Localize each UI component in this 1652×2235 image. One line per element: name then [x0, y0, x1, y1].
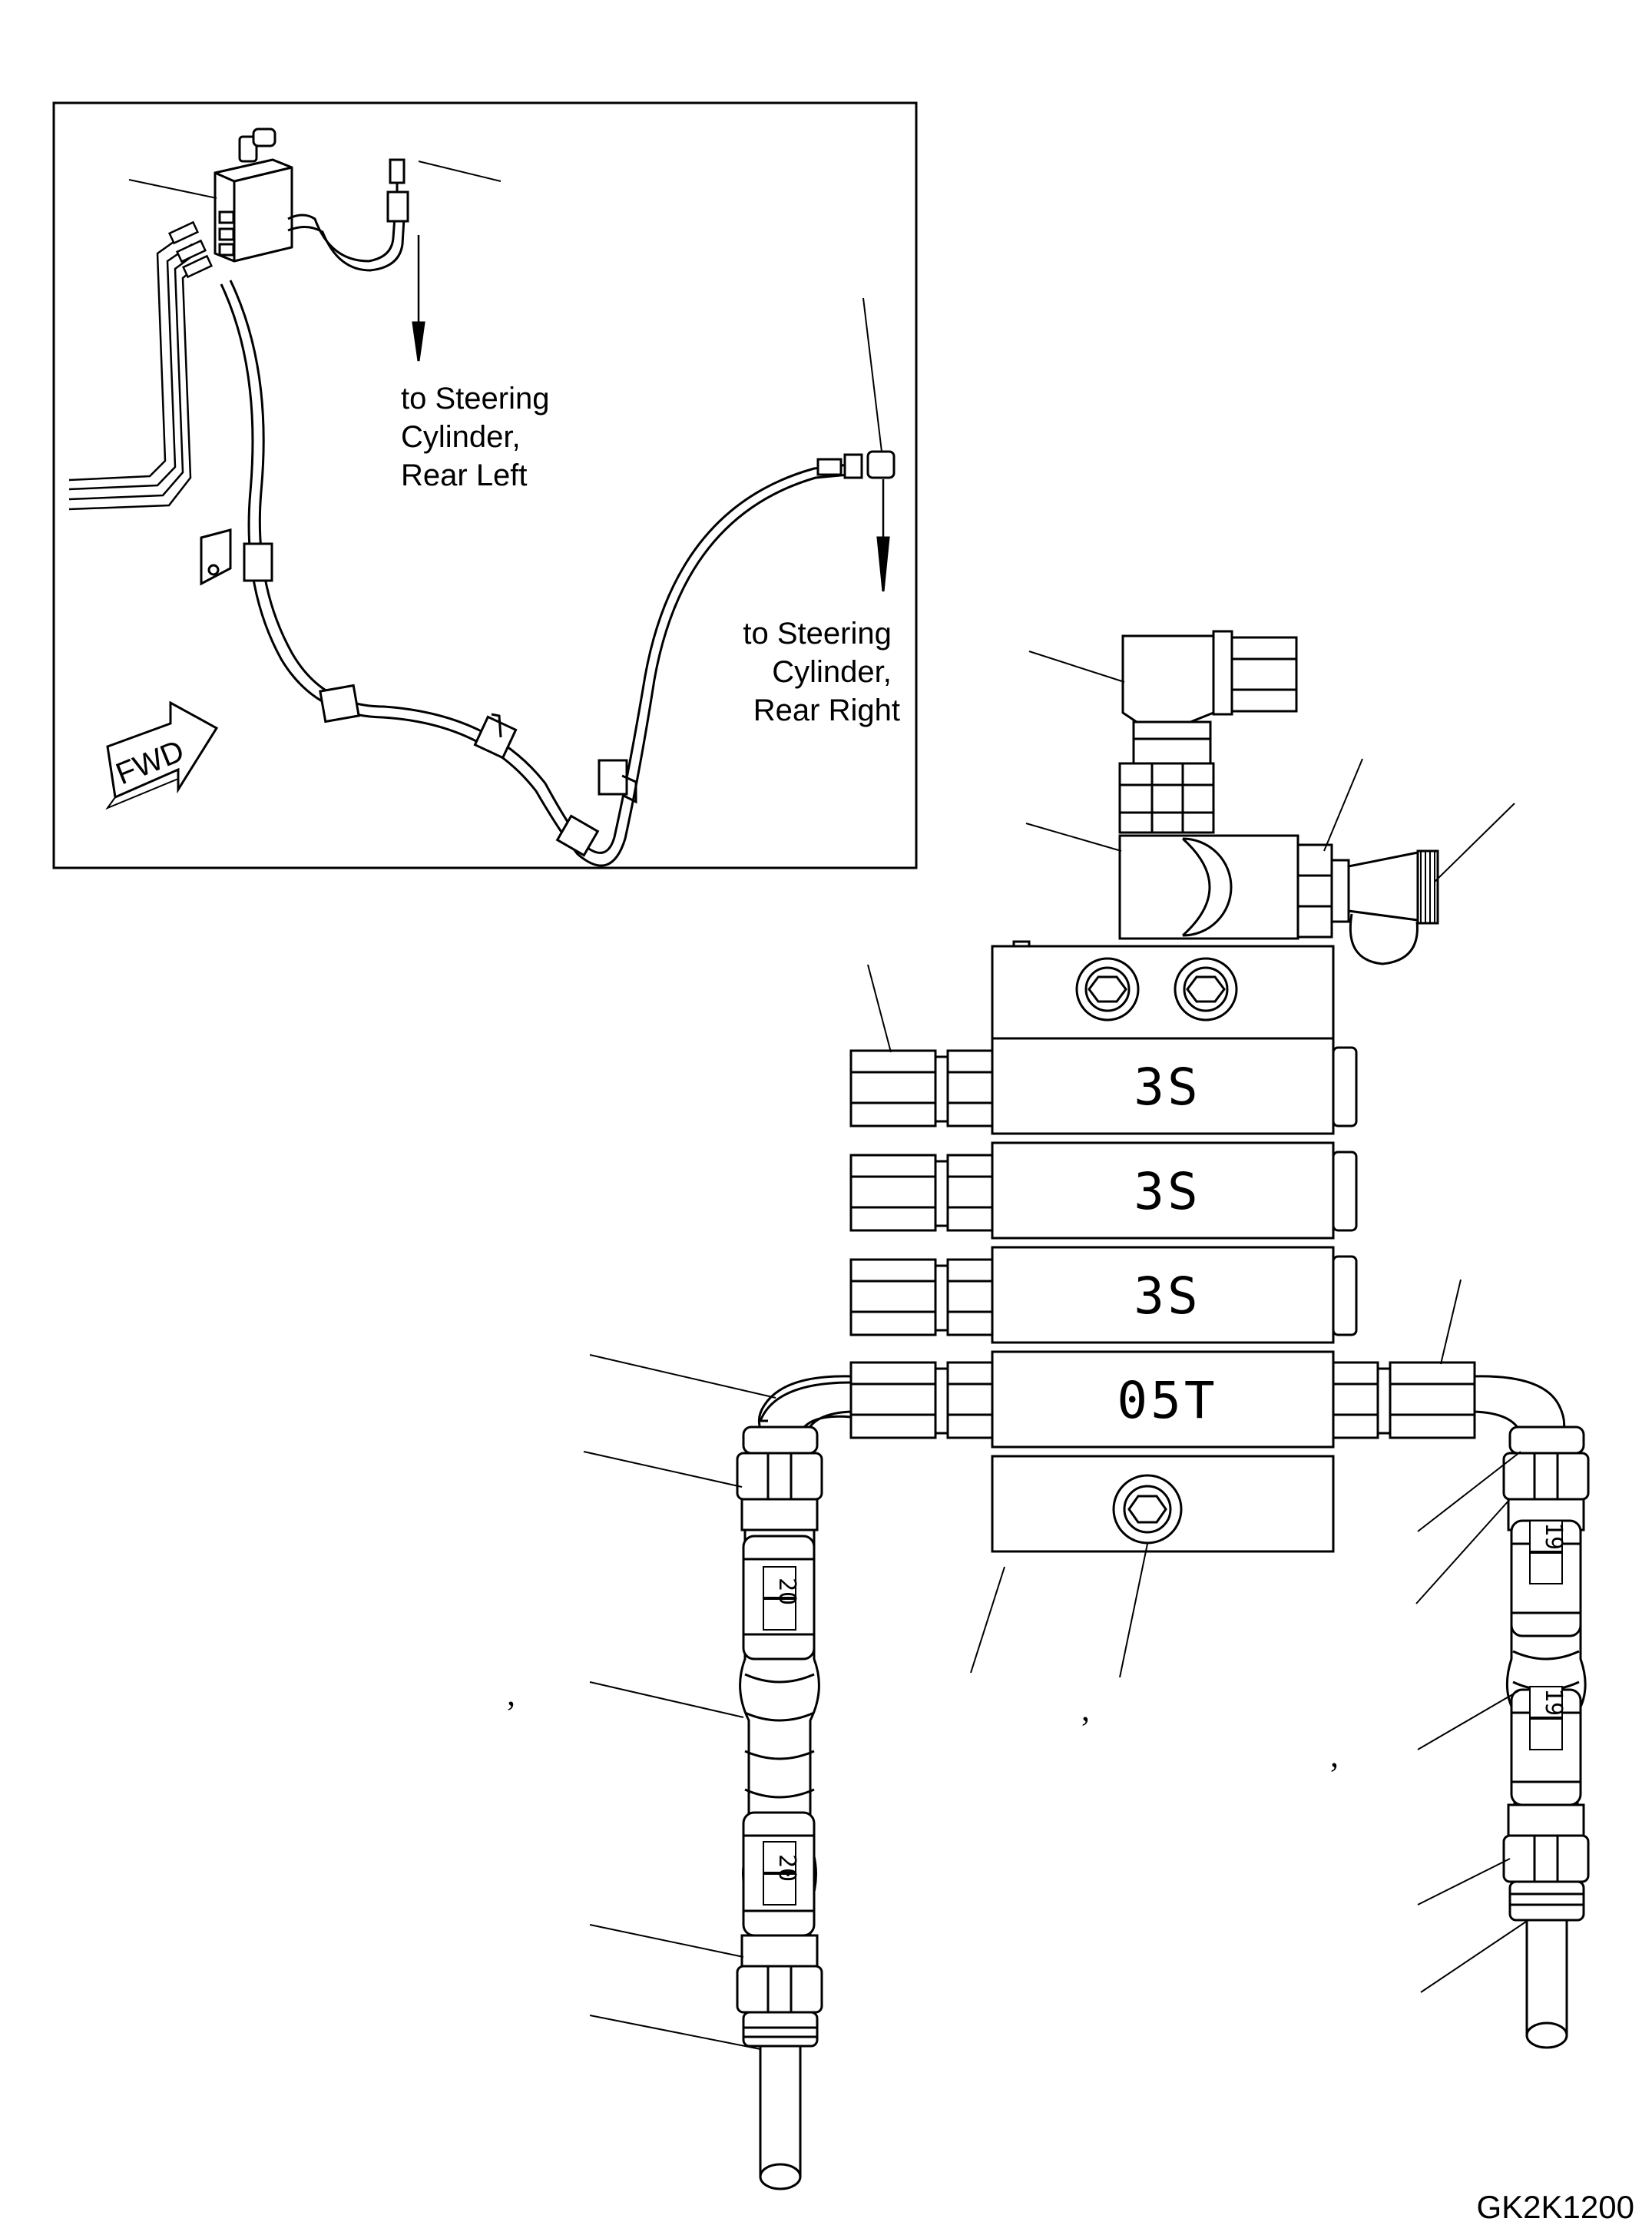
hose-mark-right-2: 19	[1540, 1688, 1567, 1716]
inset-leader-distributor	[128, 179, 217, 199]
swivel-elbow	[1118, 834, 1439, 965]
leader-lines	[583, 651, 1529, 2050]
separator-3: ,	[1330, 1737, 1339, 1774]
hose-mark-right-1: 19	[1540, 1522, 1567, 1550]
top-elbow-fitting	[1118, 630, 1298, 834]
distributor-block	[849, 940, 1476, 1553]
destination-rear-left: to Steering Cylinder, Rear Left	[401, 382, 558, 492]
drawing-number: GK2K1200	[1477, 2189, 1635, 2225]
inset-side-pipes	[68, 220, 214, 511]
left-hose-assembly	[736, 1375, 852, 2190]
inset-frame	[52, 101, 918, 869]
main-assembly: 3S 3S 3S 05T	[736, 630, 1590, 2190]
inset-hose-rear-right	[200, 280, 896, 867]
section-mark-2: 3S	[1134, 1162, 1200, 1221]
section-mark-3: 3S	[1134, 1266, 1200, 1326]
hose-mark-left-2: 20	[773, 1854, 800, 1882]
outlet-fittings	[849, 1049, 1476, 1439]
separator-2: ,	[1081, 1690, 1090, 1728]
section-mark-1: 3S	[1134, 1058, 1200, 1117]
inset-panel: FWD to Steering Cylinder, Rear Left to S…	[52, 101, 918, 869]
section-mark-4: 05T	[1117, 1371, 1217, 1430]
fwd-arrow-icon: FWD	[105, 700, 219, 810]
inset-hose-rear-left	[287, 158, 502, 362]
hose-mark-left-1: 20	[773, 1578, 800, 1605]
destination-rear-right: to Steering Cylinder, Rear Right	[743, 617, 900, 727]
right-hose-assembly	[1474, 1375, 1590, 2049]
inset-distributor	[214, 127, 293, 263]
separator-1: ,	[507, 1675, 515, 1713]
